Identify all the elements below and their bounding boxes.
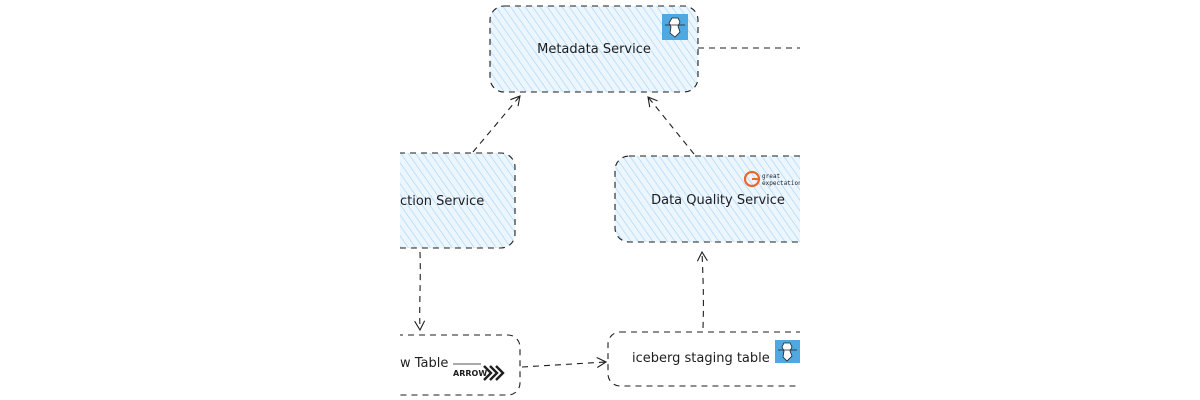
apache-arrow-logo: ARROW (453, 363, 505, 381)
edge-arrow-table-to-staging (521, 357, 608, 368)
ingestion-service-label: ction Service (400, 194, 484, 209)
arrow-table-node[interactable]: w Table ARROW (330, 334, 521, 396)
metadata-service-node[interactable]: Metadata Service (489, 5, 699, 93)
data-quality-service-label: Data Quality Service (651, 193, 785, 208)
iceberg-icon (662, 14, 688, 40)
edge-ingestion-to-arrow-table (414, 251, 426, 332)
data-quality-service-node[interactable]: Data Quality Service great expectations (614, 155, 825, 243)
arrow-table-label: w Table (400, 356, 448, 371)
iceberg-staging-table-node[interactable]: iceberg staging table (607, 331, 818, 387)
iceberg-staging-table-label: iceberg staging table (632, 351, 770, 366)
edge-staging-to-quality (696, 250, 708, 329)
edge-ingestion-to-metadata (472, 95, 521, 153)
edge-quality-to-metadata (647, 96, 695, 155)
arrow-logo-text: ARROW (453, 369, 487, 378)
great-expectations-text-1: great (762, 173, 780, 180)
edges (414, 47, 800, 368)
great-expectations-logo: great expectations (743, 170, 806, 188)
ingestion-service-node[interactable]: ction Service (330, 152, 516, 249)
great-expectations-text-2: expectations (762, 180, 806, 187)
metadata-service-label: Metadata Service (537, 42, 651, 57)
iceberg-icon (775, 340, 800, 363)
